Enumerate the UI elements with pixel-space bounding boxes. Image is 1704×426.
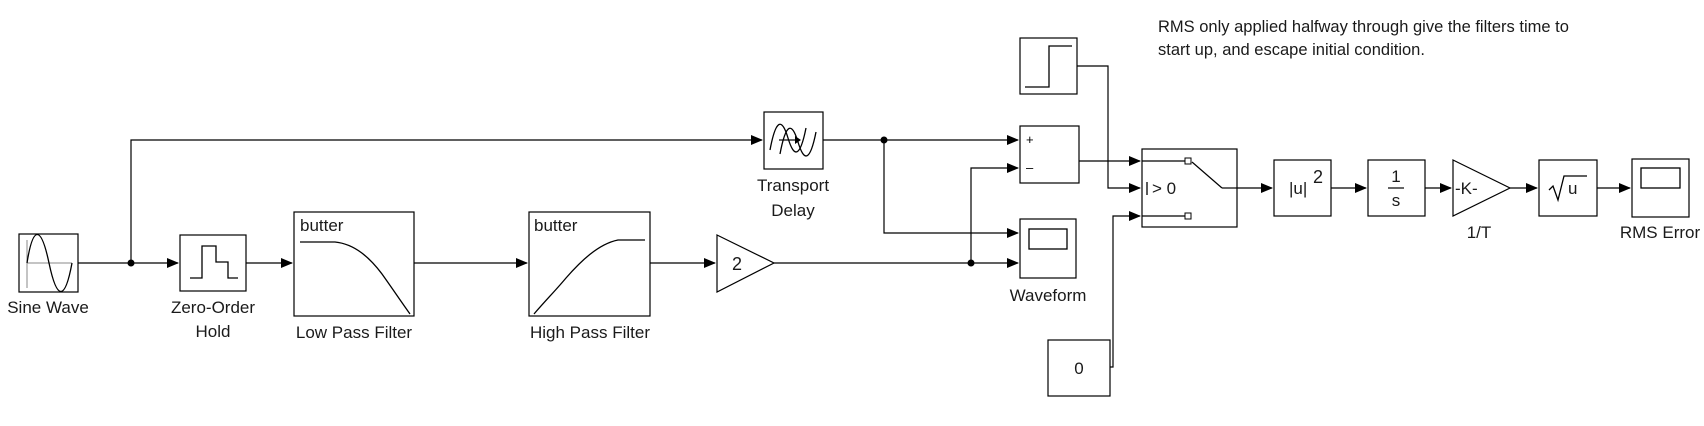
- sum-plus-sign: +: [1026, 132, 1034, 147]
- step-block[interactable]: [1019, 37, 1078, 95]
- lpf-label: Low Pass Filter: [296, 323, 413, 342]
- gain-value: 2: [732, 254, 742, 274]
- gain-k-label: 1/T: [1467, 223, 1492, 242]
- gain-k-block[interactable]: -K- 1/T: [1452, 159, 1512, 242]
- constant-block[interactable]: 0: [1047, 339, 1111, 397]
- scope-icon: [1028, 228, 1068, 250]
- switch-condition: > 0: [1152, 179, 1176, 198]
- square-block[interactable]: |u| 2: [1273, 159, 1332, 217]
- branch-point: [127, 259, 135, 267]
- zoh-label-line2: Hold: [196, 322, 231, 341]
- sine-wave-block[interactable]: Sine Wave: [7, 233, 89, 317]
- annotation-note: RMS only applied halfway through give th…: [1158, 18, 1569, 59]
- rms-error-label: RMS Error: [1620, 223, 1701, 242]
- sqrt-icon: [1548, 175, 1587, 203]
- rms-error-scope-block[interactable]: RMS Error: [1620, 158, 1701, 242]
- wire-const-to-switch[interactable]: [1110, 211, 1141, 368]
- sum-minus-sign: –: [1026, 160, 1034, 175]
- step-icon: [1025, 45, 1072, 88]
- integrator-block[interactable]: 1 s: [1367, 159, 1426, 217]
- wire-step-to-switch[interactable]: [1077, 65, 1141, 193]
- highpass-curve-icon: [533, 239, 645, 315]
- wire-sine-to-delay[interactable]: [130, 135, 763, 263]
- switch-icon: [1142, 157, 1237, 220]
- delay-label-line2: Delay: [771, 201, 815, 220]
- lpf-type-text: butter: [300, 216, 344, 235]
- lowpass-curve-icon: [300, 241, 411, 315]
- hpf-type-text: butter: [534, 216, 578, 235]
- wire-delay-to-waveform[interactable]: [883, 140, 1019, 238]
- hpf-label: High Pass Filter: [530, 323, 650, 342]
- integrator-denominator: s: [1392, 191, 1401, 210]
- zero-order-hold-block[interactable]: Zero-Order Hold: [171, 234, 255, 341]
- switch-block[interactable]: > 0: [1141, 148, 1238, 228]
- delay-label-line1: Transport: [757, 176, 829, 195]
- sine-wave-icon: [26, 233, 73, 293]
- high-pass-filter-block[interactable]: butter High Pass Filter: [528, 211, 651, 342]
- scope-icon: [1640, 167, 1681, 189]
- constant-value: 0: [1074, 359, 1083, 378]
- square-exponent: 2: [1313, 167, 1323, 187]
- zero-order-hold-icon: [190, 245, 238, 279]
- low-pass-filter-block[interactable]: butter Low Pass Filter: [293, 211, 415, 342]
- sum-block[interactable]: + –: [1019, 125, 1080, 184]
- transport-delay-icon: [769, 123, 817, 157]
- transport-delay-block[interactable]: Transport Delay: [757, 111, 829, 220]
- waveform-label: Waveform: [1010, 286, 1087, 305]
- zoh-label-line1: Zero-Order: [171, 298, 255, 317]
- sqrt-text: u: [1568, 179, 1577, 198]
- sqrt-block[interactable]: u: [1538, 159, 1598, 217]
- gain-block[interactable]: 2: [716, 234, 776, 293]
- sine-wave-label: Sine Wave: [7, 298, 89, 317]
- wire-gain-to-sum-minus[interactable]: [970, 163, 1019, 263]
- gain-k-text: -K-: [1455, 179, 1478, 198]
- waveform-scope-block[interactable]: Waveform: [1010, 218, 1087, 305]
- signal-lines: [78, 65, 1631, 368]
- integrator-numerator: 1: [1391, 167, 1400, 186]
- square-base: |u|: [1289, 179, 1307, 198]
